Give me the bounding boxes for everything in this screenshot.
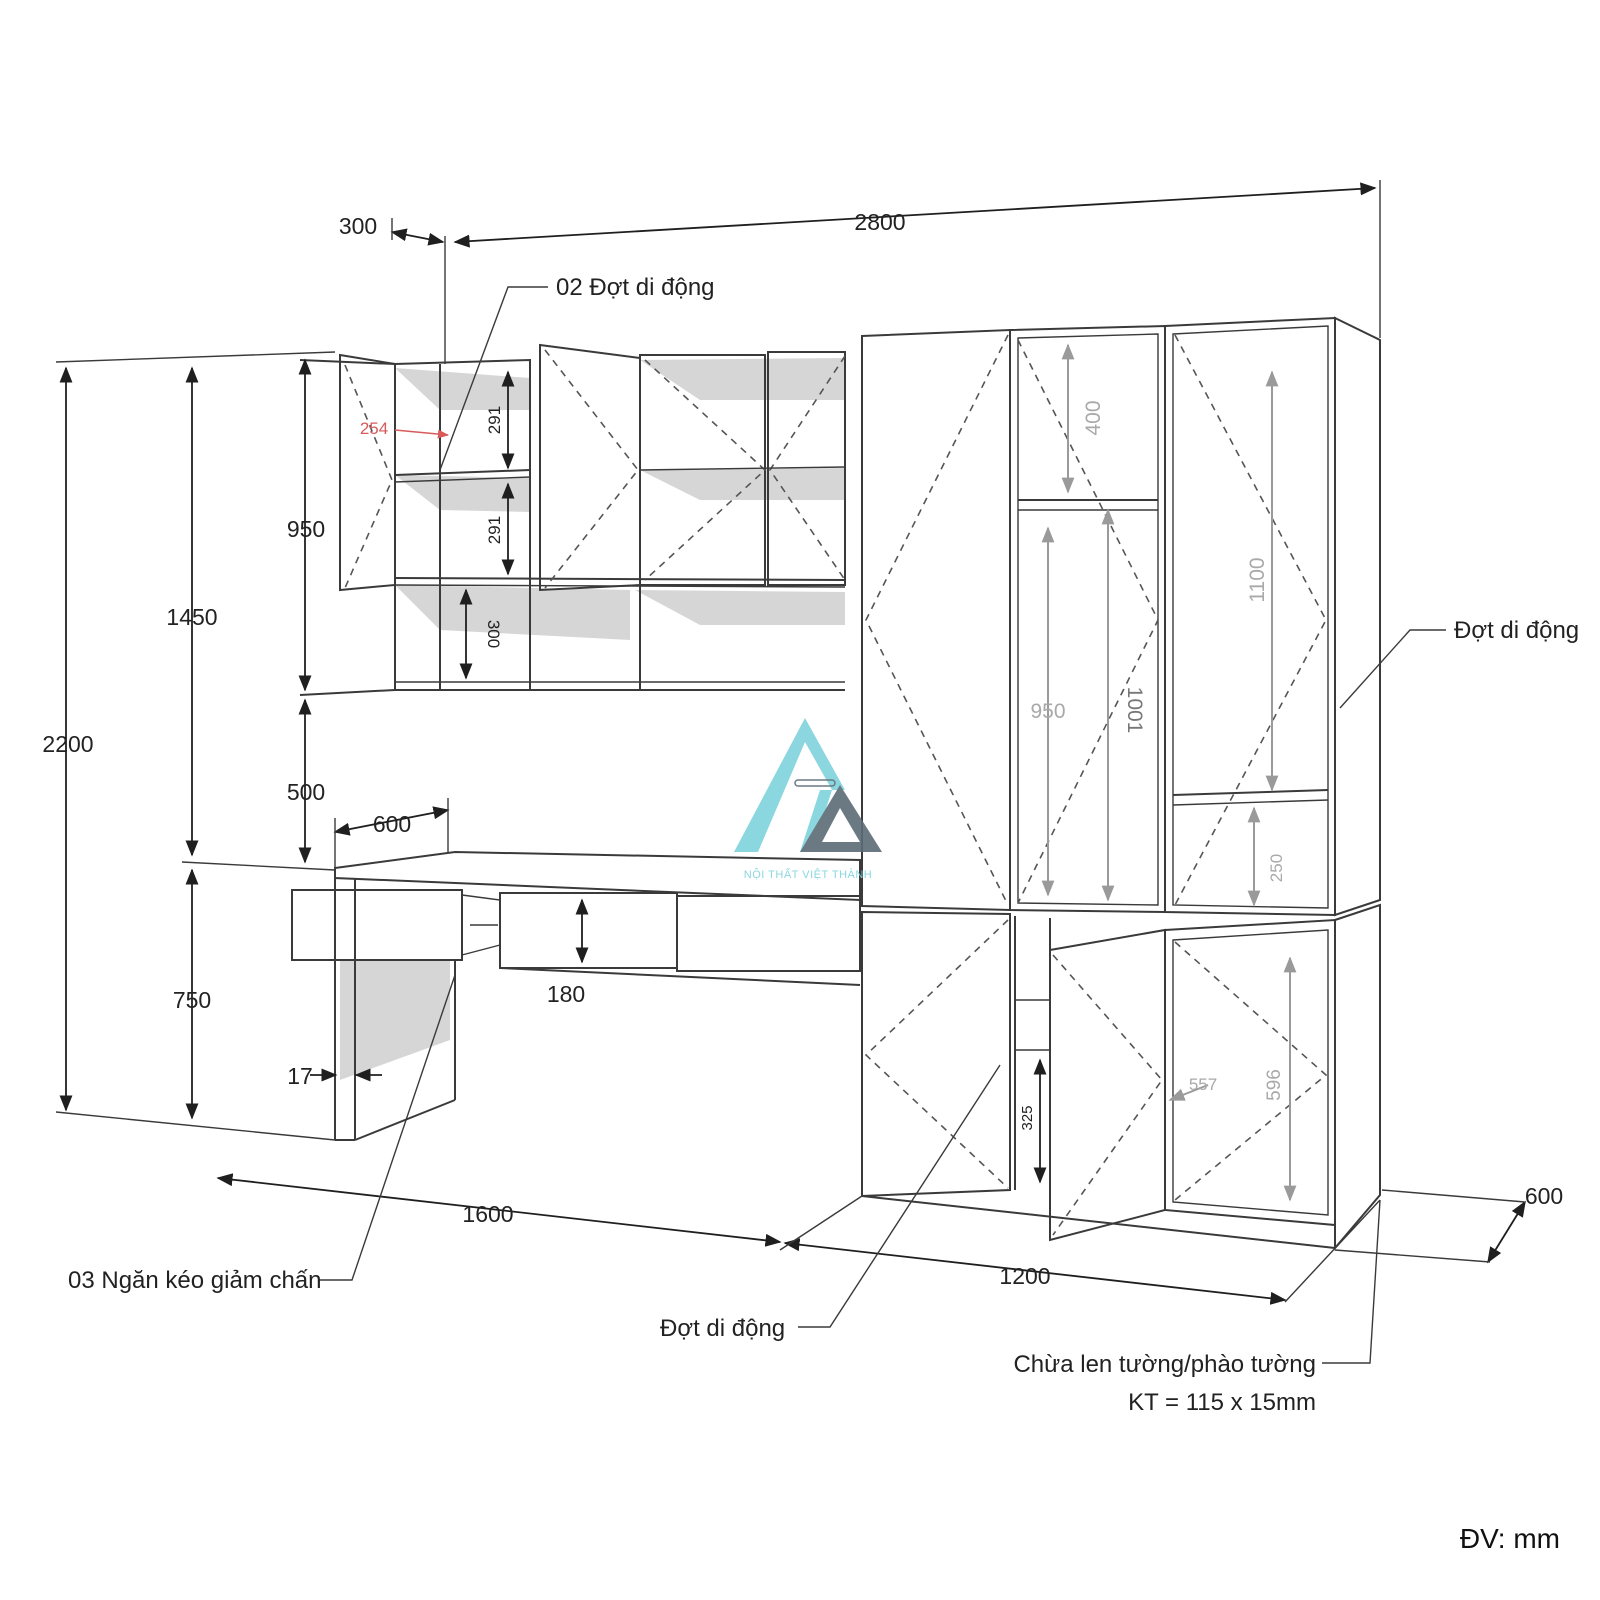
leader-lines	[318, 286, 1446, 1364]
dim-tall-1100: 1100	[1246, 557, 1269, 602]
dim-low-325: 325	[1019, 1105, 1036, 1130]
dim-tall-950: 950	[1030, 700, 1065, 723]
note-lower-shelf: Đợt di động	[660, 1315, 785, 1342]
desk	[291, 850, 861, 1141]
note-drawers: 03 Ngăn kéo giảm chấn	[68, 1267, 322, 1294]
dim-low-596: 596	[1264, 1069, 1285, 1101]
dim-low-557: 557	[1189, 1075, 1217, 1094]
upper-wall-cabinet	[299, 343, 846, 696]
dimension-lines	[55, 180, 1526, 1305]
tall-wardrobe	[861, 316, 1381, 1251]
brand-logo: NỘI THẤT VIỆT THÀNH	[734, 718, 882, 881]
note-right-shelf: Đợt di động	[1454, 617, 1579, 644]
dim-desk-height: 750	[173, 987, 211, 1013]
dim-upper-section-height: 1450	[166, 604, 217, 630]
dim-shelf-gap-1: 291	[485, 406, 504, 434]
unit-label: ĐV: mm	[1460, 1523, 1560, 1554]
dim-door-width: 254	[360, 419, 388, 438]
dim-wall-cabinet-height: 950	[287, 516, 325, 542]
dim-open-shelf: 300	[484, 620, 503, 648]
dim-tall-250: 250	[1267, 854, 1286, 882]
dim-shelf-gap-2: 291	[485, 516, 504, 544]
dim-drawer-height: 180	[547, 981, 585, 1007]
dim-upper-depth: 300	[339, 213, 377, 239]
dim-total-width: 2800	[854, 209, 905, 235]
dim-desk-length: 1600	[462, 1201, 513, 1227]
dim-desk-depth: 600	[373, 811, 411, 837]
dim-cabinet-length: 1200	[999, 1263, 1050, 1289]
dimension-labels: 2800 300 2200 1450 950 500 750 600 291 2…	[42, 209, 1563, 1289]
note-upper-shelves: 02 Đợt di động	[556, 274, 715, 301]
dim-panel-thickness: 17	[287, 1063, 313, 1089]
brand-name: NỘI THẤT VIỆT THÀNH	[744, 868, 873, 881]
note-skirting-1: Chừa len tường/phào tường	[1013, 1351, 1316, 1378]
dim-gap-height: 500	[287, 779, 325, 805]
annotations: 02 Đợt di động Đợt di động 03 Ngăn kéo g…	[68, 274, 1579, 1554]
dim-total-height: 2200	[42, 731, 93, 757]
dim-cabinet-depth: 600	[1525, 1183, 1563, 1209]
note-skirting-2: KT = 115 x 15mm	[1128, 1389, 1316, 1416]
dim-tall-top: 400	[1082, 400, 1105, 435]
dim-tall-1001: 1001	[1123, 687, 1146, 734]
